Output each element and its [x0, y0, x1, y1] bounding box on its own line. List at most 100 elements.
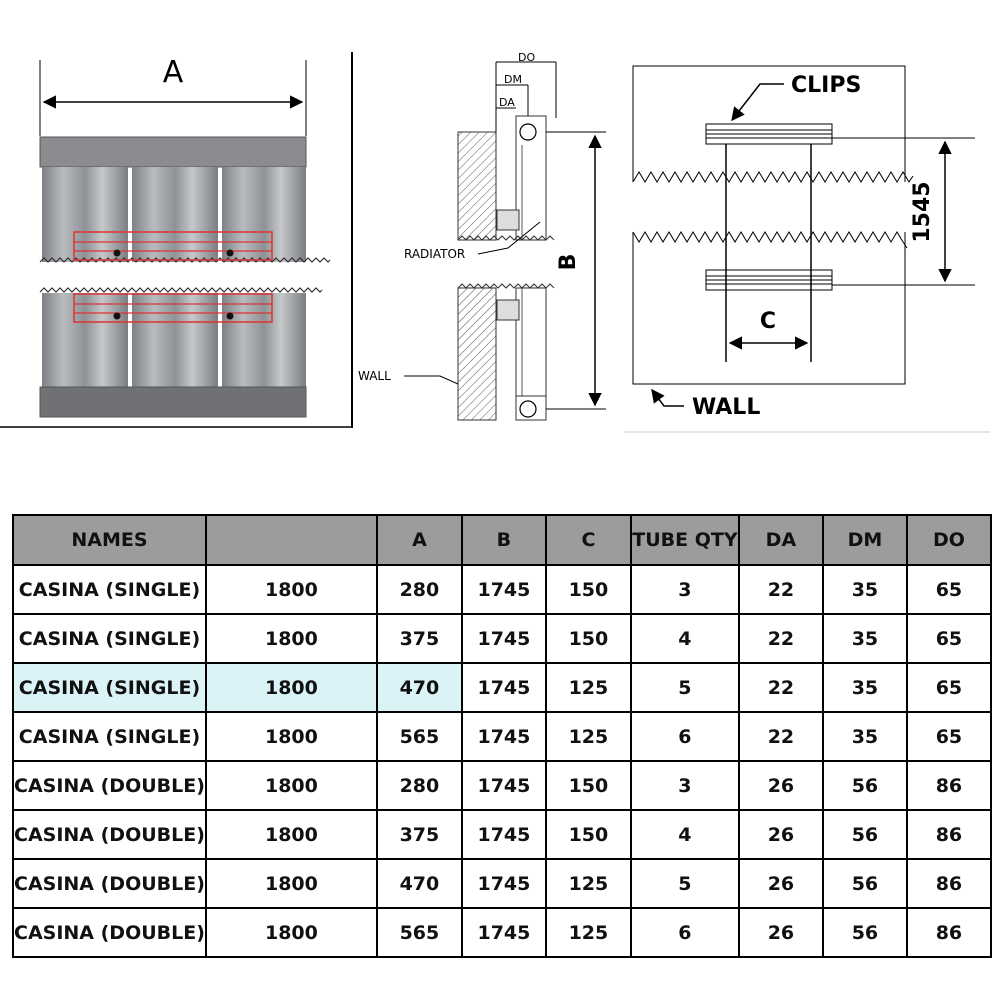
- table-cell: 35: [821, 613, 908, 664]
- bottom-header-bar: [39, 386, 307, 418]
- radiator-column: [515, 287, 547, 421]
- radiator-label: RADIATOR: [404, 247, 465, 261]
- table-cell: 22: [737, 613, 824, 664]
- dim-dm-label: DM: [504, 73, 522, 86]
- table-cell: 86: [905, 760, 992, 811]
- table-cell: 26: [737, 760, 824, 811]
- table-cell: 5: [629, 662, 740, 713]
- table-cell: 86: [905, 809, 992, 860]
- table-cell: 125: [544, 858, 632, 909]
- table-cell: 1745: [460, 760, 547, 811]
- column-header: TUBE QTY: [629, 514, 740, 566]
- table-cell: 4: [629, 613, 740, 664]
- side-view: DA DM DO B RADIATOR WALL: [358, 51, 606, 421]
- tube: [132, 167, 218, 262]
- table-cell: 125: [544, 662, 632, 713]
- screw-icon: [113, 249, 121, 257]
- table-cell: 1800: [204, 809, 378, 860]
- table-cell: 150: [544, 564, 632, 615]
- table-cell: 56: [821, 809, 908, 860]
- pipe-icon: [519, 123, 537, 141]
- table-cell: 280: [375, 760, 463, 811]
- column-header: DM: [821, 514, 908, 566]
- clips-label: CLIPS: [791, 73, 861, 98]
- table-cell: 375: [375, 809, 463, 860]
- tube: [132, 293, 218, 387]
- top-header-bar: [39, 136, 307, 168]
- row-name-cell: CASINA (DOUBLE): [12, 907, 207, 958]
- table-cell: 125: [544, 711, 632, 762]
- table-cell: 26: [737, 858, 824, 909]
- screw-icon: [226, 249, 234, 257]
- table-cell: 1800: [204, 613, 378, 664]
- table-cell: 565: [375, 711, 463, 762]
- clips-view: C 1545 CLIPS WALL: [632, 65, 975, 420]
- table-cell: 22: [737, 564, 824, 615]
- table-cell: 22: [737, 711, 824, 762]
- wall-section: [457, 287, 497, 421]
- row-name-cell: CASINA (DOUBLE): [12, 858, 207, 909]
- table-cell: 1800: [204, 858, 378, 909]
- wall-label: WALL: [692, 395, 760, 420]
- break-line: [632, 171, 914, 183]
- table-cell: 1745: [460, 809, 547, 860]
- table-cell: 1745: [460, 613, 547, 664]
- table-cell: 35: [821, 662, 908, 713]
- table-cell: 280: [375, 564, 463, 615]
- tube: [42, 167, 128, 262]
- row-name-cell: CASINA (SINGLE): [12, 564, 207, 615]
- column-header: A: [375, 514, 463, 566]
- table-cell: 65: [905, 613, 992, 664]
- table-cell: 1745: [460, 907, 547, 958]
- table-cell: 1745: [460, 564, 547, 615]
- wall-clip: [496, 209, 520, 231]
- dimension-b-label: B: [556, 254, 581, 271]
- column-header: DO: [905, 514, 992, 566]
- table-cell: 375: [375, 613, 463, 664]
- table-cell: 56: [821, 907, 908, 958]
- column-header: NAMES: [12, 514, 207, 566]
- table-cell: 3: [629, 564, 740, 615]
- table-cell: 1800: [204, 907, 378, 958]
- table-cell: 22: [737, 662, 824, 713]
- wall-section: [457, 131, 497, 241]
- tube: [222, 167, 306, 262]
- table-cell: 56: [821, 760, 908, 811]
- clip-bracket-bottom: [73, 293, 273, 323]
- column-header: DA: [737, 514, 824, 566]
- front-view: A: [39, 55, 331, 418]
- table-cell: 6: [629, 907, 740, 958]
- table-cell: 5: [629, 858, 740, 909]
- break-line: [457, 235, 555, 241]
- table-cell: 1800: [204, 760, 378, 811]
- table-cell: 565: [375, 907, 463, 958]
- column-header: B: [460, 514, 547, 566]
- tube: [42, 293, 128, 387]
- column-header: C: [544, 514, 632, 566]
- table-cell: 1745: [460, 662, 547, 713]
- table-cell: 150: [544, 760, 632, 811]
- break-line: [632, 231, 908, 249]
- table-cell: 1800: [204, 711, 378, 762]
- table-cell: 1745: [460, 858, 547, 909]
- table-cell: 1800: [204, 564, 378, 615]
- table-cell: 65: [905, 711, 992, 762]
- tube: [222, 293, 306, 387]
- break-line: [457, 283, 555, 289]
- dimension-a-label: A: [163, 55, 184, 90]
- pipe-icon: [519, 400, 537, 418]
- table-cell: 65: [905, 662, 992, 713]
- table-cell: 470: [375, 858, 463, 909]
- table-cell: 35: [821, 564, 908, 615]
- screw-icon: [226, 312, 234, 320]
- column-header: [204, 514, 378, 566]
